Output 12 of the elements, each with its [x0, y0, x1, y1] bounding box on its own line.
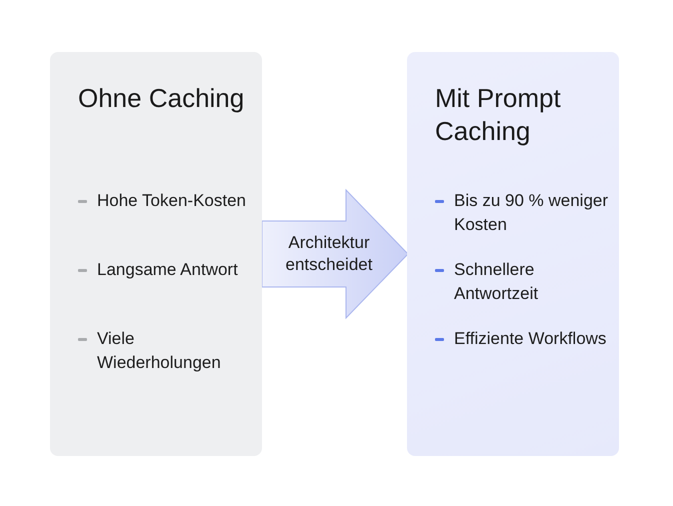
edge-label: Architektur entscheidet	[284, 232, 374, 276]
panel-card	[50, 52, 262, 456]
panel-card	[407, 52, 619, 456]
block-arrow	[262, 188, 409, 320]
bullet-text: Effiziente Workflows	[454, 328, 608, 350]
bullet-text: Viele Wiederholungen	[97, 328, 222, 374]
bullet-text: Langsame Antwort	[97, 259, 239, 281]
panel-heading: Mit Prompt Caching	[435, 82, 562, 148]
bullet-text: Hohe Token-Kosten	[97, 190, 248, 212]
panel-heading: Ohne Caching	[78, 82, 246, 115]
bullet-text: Schnellere Antwortzeit	[454, 259, 540, 305]
bullet-text: Bis zu 90 % weniger Kosten	[454, 190, 610, 236]
